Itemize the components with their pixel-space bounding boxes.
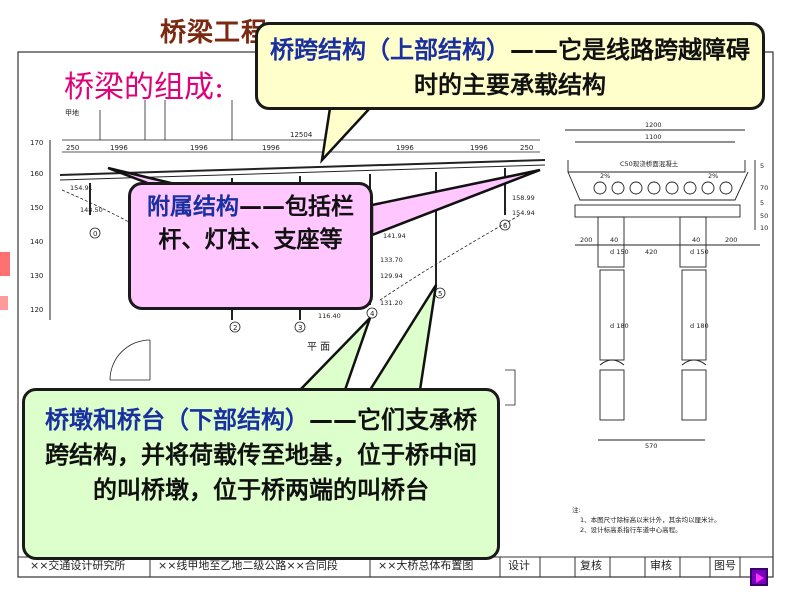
left-edge-decoration (0, 252, 10, 276)
title-block-design: 设计 (508, 559, 530, 572)
pier-number-markers: 0 2 3 4 5 6 (89, 219, 511, 333)
slide-title: 桥梁工程 (160, 18, 269, 48)
auxiliary-desc: 包括栏杆、灯柱、支座等 (158, 194, 355, 254)
drawing-text: 2% (708, 172, 718, 180)
drawing-text: 148.50 (80, 206, 103, 214)
drawing-text: 116.40 (318, 312, 341, 320)
drawing-text: 158.99 (512, 194, 535, 202)
drawing-text: 2、设计标高系指行车道中心高程。 (580, 525, 682, 534)
title-block-project: ××线甲地至乙地二级公路××合同段 (158, 559, 338, 572)
title-block-dividers (149, 557, 741, 577)
drawing-text: 5 (438, 290, 442, 298)
play-next-icon[interactable] (750, 568, 768, 586)
drawing-text: 420 (645, 248, 657, 256)
level-marks: 154.91 148.50 141.94 133.70 129.94 131.2… (65, 108, 535, 320)
drawing-text: 133.70 (380, 256, 403, 264)
drawing-text: 129.94 (380, 272, 403, 280)
superstructure-callout: 桥跨结构（上部结构）——它是线路跨越障碍时的主要承载结构 (255, 22, 765, 110)
substructure-dash: —— (309, 406, 357, 434)
title-block-drawing-name: ××大桥总体布置图 (378, 559, 474, 572)
drawing-text: 1996 (396, 144, 414, 152)
cross-section (565, 129, 760, 441)
title-block-institute: ××交通设计研究所 (30, 559, 126, 572)
cross-section-labels: 1200 1100 C50现浇桥面混凝土 2% 2% 200 40 420 40… (580, 121, 768, 450)
drawing-text: 250 (520, 144, 533, 152)
drawing-text: 0 (93, 230, 97, 238)
drawing-text: 131.20 (380, 299, 403, 307)
drawing-text: 200 (580, 236, 592, 244)
drawing-text: d 180 (690, 322, 709, 330)
drawing-notes: 注: 1、本图尺寸除标高以米计外，其余均以厘米计。 2、设计标高系指行车道中心高… (572, 505, 721, 534)
superstructure-dash: —— (510, 36, 558, 64)
title-block-review: 复核 (580, 559, 602, 572)
drawing-text: 570 (645, 442, 657, 450)
drawing-text: 1200 (645, 121, 662, 129)
drawing-text: 2% (600, 172, 610, 180)
title-block-drawing-no: 图号 (714, 559, 736, 572)
slide-subtitle: 桥梁的组成: (64, 70, 225, 105)
drawing-text: 1996 (110, 144, 128, 152)
drawing-text: d 150 (610, 248, 629, 256)
superstructure-term: 桥跨结构（上部结构） (270, 36, 510, 64)
drawing-text: 154.91 (70, 184, 93, 192)
elevation-label: 170 (30, 139, 43, 147)
superstructure-desc: 它是线路跨越障碍时的主要承载结构 (414, 36, 750, 99)
drawing-text: 40 (610, 236, 618, 244)
drawing-text: 1996 (190, 144, 208, 152)
elevation-scale: 170 160 150 140 130 120 (30, 139, 51, 320)
drawing-text: 10 (760, 224, 768, 232)
plan-label: 平 面 (307, 342, 330, 353)
elevation-label: 120 (30, 306, 43, 314)
drawing-text: 2 (233, 324, 237, 332)
substructure-desc: 它们支承桥跨结构，并将荷载传至地基，位于桥中间的叫桥墩，位于桥两端的叫桥台 (45, 406, 477, 504)
drawing-text: 70 (760, 184, 768, 192)
drawing-text: 5 (760, 199, 764, 207)
auxiliary-dash: —— (239, 194, 285, 220)
callout-pointer-sub (297, 284, 438, 392)
substructure-term: 桥墩和桥台（下部结构） (45, 406, 309, 434)
drawing-text: d 150 (690, 248, 709, 256)
drawing-text: 4 (370, 310, 375, 318)
drawing-text: 3 (298, 324, 302, 332)
drawing-text: C50现浇桥面混凝土 (620, 159, 679, 168)
title-block-approve: 审核 (650, 559, 672, 572)
elevation-label: 150 (30, 204, 43, 212)
left-edge-decoration-2 (0, 296, 8, 310)
drawing-text: 200 (725, 236, 737, 244)
drawing-text: 1996 (470, 144, 488, 152)
elevation-label: 130 (30, 272, 43, 280)
drawing-text: 1、本图尺寸除标高以米计外，其余均以厘米计。 (580, 515, 721, 524)
drawing-text: 5 (760, 162, 764, 170)
drawing-text: 注: (572, 505, 581, 514)
drawing-text: 1100 (645, 133, 662, 141)
drawing-text: 甲地 (65, 108, 79, 117)
drawing-text: 141.94 (383, 232, 406, 240)
span-dimension: 12504 250 1996 1996 1996 1996 1996 250 (62, 131, 540, 153)
elevation-label: 160 (30, 170, 43, 178)
drawing-text: 1996 (262, 144, 280, 152)
drawing-text: 12504 (290, 131, 313, 139)
drawing-text: 250 (66, 144, 79, 152)
plan-view (109, 339, 516, 406)
drawing-text: 154.94 (512, 209, 535, 217)
auxiliary-callout: 附属结构——包括栏杆、灯柱、支座等 (128, 182, 373, 310)
substructure-callout: 桥墩和桥台（下部结构）——它们支承桥跨结构，并将荷载传至地基，位于桥中间的叫桥墩… (22, 388, 500, 560)
drawing-text: d 180 (610, 322, 629, 330)
elevation-label: 140 (30, 238, 43, 246)
auxiliary-term: 附属结构 (147, 194, 239, 220)
drawing-text: 6 (503, 222, 508, 230)
drawing-text: 50 (760, 212, 768, 220)
drawing-text: 40 (692, 236, 700, 244)
